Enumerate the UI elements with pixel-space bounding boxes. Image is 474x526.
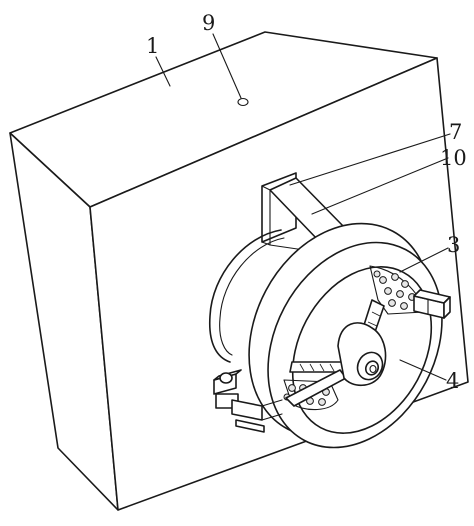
bracket-plate-edge bbox=[261, 185, 271, 246]
leader-10 bbox=[311, 157, 449, 215]
rear-ring-inner bbox=[219, 237, 285, 356]
hub-nose-core bbox=[369, 364, 377, 374]
callout-1: 1 bbox=[146, 34, 159, 58]
rear-mount-ring bbox=[208, 229, 285, 363]
leader-9 bbox=[212, 33, 242, 99]
leader-3 bbox=[399, 247, 449, 273]
right-clamp bbox=[413, 289, 451, 319]
central-hub bbox=[337, 322, 387, 387]
leader-7 bbox=[289, 133, 451, 186]
leader-1 bbox=[155, 56, 171, 87]
top-hole bbox=[237, 97, 249, 107]
left-clamp bbox=[213, 369, 283, 433]
callout-labels: 1 9 7 10 3 4 bbox=[146, 11, 467, 393]
leader-4 bbox=[399, 359, 447, 381]
clamp-bolt-head bbox=[219, 372, 233, 384]
mesh-upper bbox=[369, 265, 425, 315]
callout-3: 3 bbox=[447, 233, 460, 257]
leader-lines bbox=[155, 33, 451, 381]
callout-7: 7 bbox=[449, 120, 462, 144]
rear-ring-outer bbox=[208, 229, 282, 363]
callout-4: 4 bbox=[446, 369, 459, 393]
callout-10: 10 bbox=[440, 146, 467, 170]
fan-guard bbox=[248, 222, 443, 449]
callout-9: 9 bbox=[202, 11, 215, 35]
